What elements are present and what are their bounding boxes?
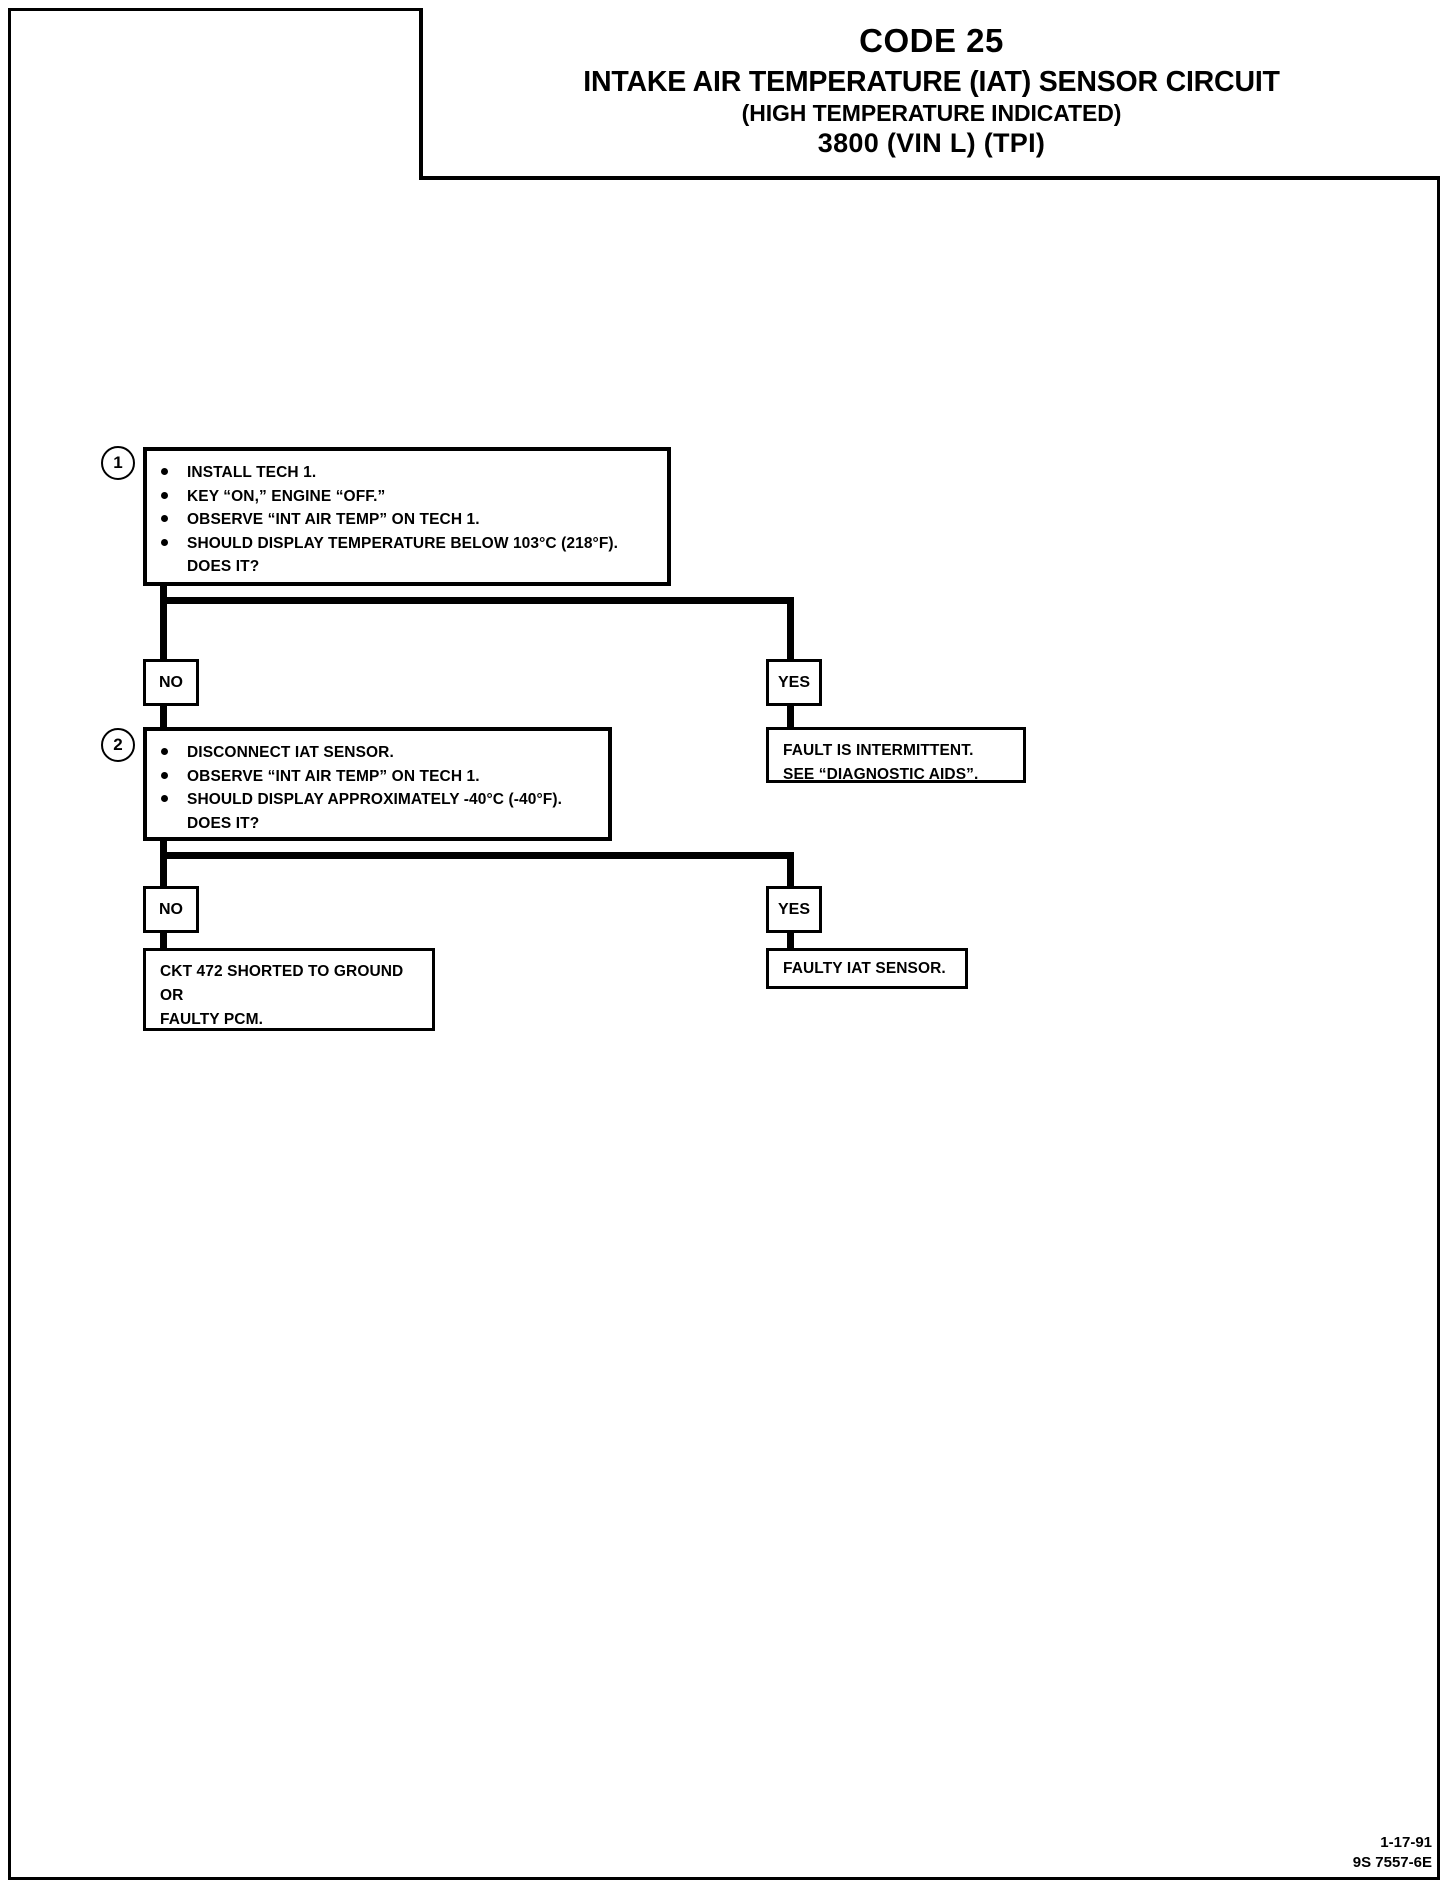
connector-step2-branch: [160, 852, 794, 859]
step-2-bullet-2: OBSERVE “INT AIR TEMP” ON TECH 1.: [187, 767, 480, 785]
circuit-title: INTAKE AIR TEMPERATURE (IAT) SENSOR CIRC…: [583, 65, 1280, 98]
result-line-1: FAULTY IAT SENSOR.: [783, 960, 946, 977]
connector-yes2-to-result: [787, 933, 794, 951]
connector-step1-to-yes: [787, 597, 794, 676]
step-2-question: DOES IT?: [187, 814, 260, 832]
list-item: SHOULD DISPLAY APPROXIMATELY -40°C (-40°…: [147, 788, 608, 812]
connector-no2-to-result: [160, 933, 167, 951]
connector-no1-to-step2: [160, 706, 167, 728]
step-1-yes-label: YES: [766, 659, 822, 706]
result-line-2: OR: [160, 987, 184, 1005]
bullet-icon: [161, 538, 168, 546]
step-2-no-result-text: CKT 472 SHORTED TO GROUND OR FAULTY PCM.: [146, 951, 432, 1041]
step-2-box: DISCONNECT IAT SENSOR. OBSERVE “INT AIR …: [143, 727, 612, 841]
connector-step1-branch: [160, 597, 794, 604]
step-1-bullet-1: INSTALL TECH 1.: [187, 464, 317, 481]
step-2-yes-label: YES: [766, 886, 822, 933]
step-1-bullet-3: OBSERVE “INT AIR TEMP” ON TECH 1.: [187, 511, 480, 529]
bullet-icon: [161, 771, 168, 779]
step-1-bullet-4: SHOULD DISPLAY TEMPERATURE BELOW 103°C (…: [187, 534, 619, 552]
step-1-question: DOES IT?: [187, 558, 260, 576]
step-1-bullet-list: INSTALL TECH 1. KEY “ON,” ENGINE “OFF.” …: [147, 451, 667, 587]
step-2-bullet-list: DISCONNECT IAT SENSOR. OBSERVE “INT AIR …: [147, 731, 608, 843]
connector-step1-to-no: [160, 586, 167, 676]
result-line-3: FAULTY PCM.: [160, 1011, 264, 1029]
connector-yes1-to-result: [787, 706, 794, 730]
step-2-yes-result-text: FAULTY IAT SENSOR.: [769, 951, 965, 990]
step-number-1: 1: [101, 446, 135, 480]
engine-designation: 3800 (VIN L) (TPI): [817, 127, 1046, 158]
list-item: INSTALL TECH 1.: [147, 461, 667, 485]
bullet-icon: [161, 795, 168, 803]
list-item: SHOULD DISPLAY TEMPERATURE BELOW 103°C (…: [147, 532, 667, 556]
footer-date: 1-17-91: [1380, 1834, 1432, 1851]
result-line-1: CKT 472 SHORTED TO GROUND: [160, 963, 404, 980]
step-1-yes-result-text: FAULT IS INTERMITTENT. SEE “DIAGNOSTIC A…: [769, 730, 1023, 796]
step-2-no-label: NO: [143, 886, 199, 933]
bullet-icon: [161, 748, 168, 755]
connector-step2-to-no: [160, 841, 167, 909]
step-1-no-label: NO: [143, 659, 199, 706]
step-2-yes-result-box: FAULTY IAT SENSOR.: [766, 948, 968, 989]
footer-document-id: 9S 7557-6E: [1352, 1853, 1432, 1871]
footer: 1-17-91 9S 7557-6E: [1353, 1833, 1432, 1872]
bullet-icon: [161, 468, 168, 475]
list-item: OBSERVE “INT AIR TEMP” ON TECH 1.: [147, 765, 608, 789]
list-item: OBSERVE “INT AIR TEMP” ON TECH 1.: [147, 508, 667, 532]
step-2-no-result-box: CKT 472 SHORTED TO GROUND OR FAULTY PCM.: [143, 948, 435, 1031]
step-1-box: INSTALL TECH 1. KEY “ON,” ENGINE “OFF.” …: [143, 447, 671, 586]
step-1-bullet-2: KEY “ON,” ENGINE “OFF.”: [187, 487, 386, 505]
title-block: CODE 25 INTAKE AIR TEMPERATURE (IAT) SEN…: [419, 8, 1440, 180]
circuit-subtitle: (HIGH TEMPERATURE INDICATED): [741, 99, 1122, 126]
page-border: [8, 8, 1440, 1880]
result-line-2: SEE “DIAGNOSTIC AIDS”.: [783, 766, 979, 784]
code-title: CODE 25: [859, 22, 1004, 59]
list-item: KEY “ON,” ENGINE “OFF.”: [147, 485, 667, 509]
list-item: DISCONNECT IAT SENSOR.: [147, 741, 608, 765]
step-2-bullet-1: DISCONNECT IAT SENSOR.: [187, 744, 394, 761]
step-1-yes-result-box: FAULT IS INTERMITTENT. SEE “DIAGNOSTIC A…: [766, 727, 1026, 783]
result-line-1: FAULT IS INTERMITTENT.: [783, 742, 974, 759]
connector-step2-to-yes: [787, 852, 794, 909]
bullet-icon: [161, 515, 168, 523]
step-2-bullet-3: SHOULD DISPLAY APPROXIMATELY -40°C (-40°…: [187, 791, 562, 809]
step-number-2: 2: [101, 728, 135, 762]
bullet-icon: [161, 491, 168, 499]
